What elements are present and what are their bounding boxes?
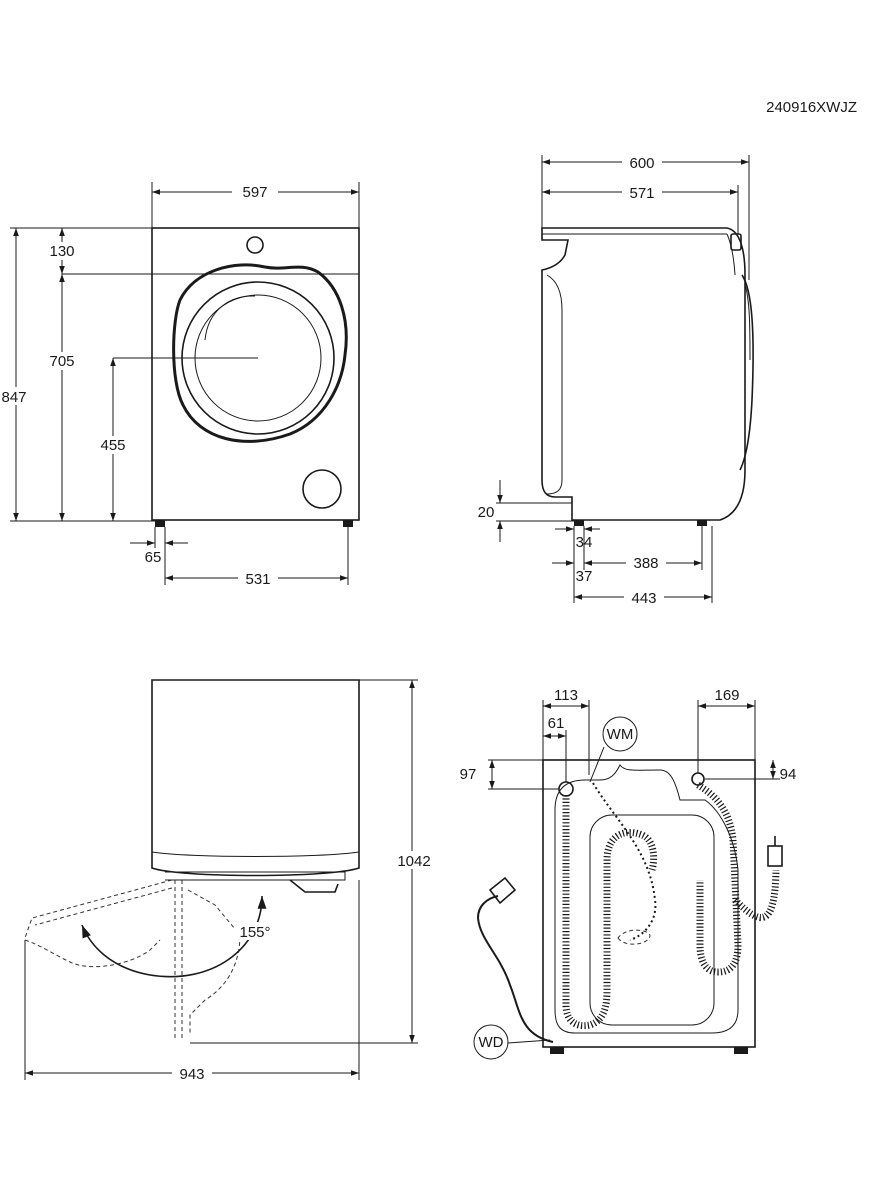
dim-door-width-label: 943 xyxy=(179,1066,204,1083)
callout-drain-circle xyxy=(473,1024,509,1060)
inlet-spray xyxy=(617,929,651,945)
front-body-outline xyxy=(151,227,360,521)
side-door-hinge xyxy=(744,284,751,361)
side-foot-front xyxy=(697,520,707,526)
top-base xyxy=(165,871,346,881)
inlet-hose xyxy=(562,795,658,1030)
label-mask xyxy=(392,851,434,869)
back-access-panel xyxy=(589,814,715,1026)
side-foot-back xyxy=(574,520,584,526)
door-reflection xyxy=(204,295,256,341)
label-mask xyxy=(172,1064,212,1081)
callout-drain-label: WD xyxy=(479,1034,504,1051)
callout-drain-leader xyxy=(507,1039,551,1044)
callout-inlet-leader xyxy=(589,746,605,783)
front-foot-left xyxy=(155,520,165,527)
dim-side-foot-offset-label: 37 xyxy=(576,568,593,585)
label-mask xyxy=(44,242,80,260)
dim-side-foot-span-label: 388 xyxy=(633,555,658,572)
inlet-hose-dotted xyxy=(592,782,657,941)
dim-door-center-label: 705 xyxy=(49,353,74,370)
back-view: WM WD 113 61 169 97 94 xyxy=(460,687,797,1060)
dim-front-width-label: 597 xyxy=(242,184,267,201)
front-view: 597 847 130 705 455 65 531 xyxy=(0,182,360,588)
back-foot-left xyxy=(550,1047,564,1054)
dim-inlet-x-label: 113 xyxy=(554,687,578,704)
dim-door-height-label: 1042 xyxy=(397,853,430,870)
door-open-edge-2 xyxy=(34,887,173,926)
program-knob xyxy=(246,236,264,254)
side-knob-edge xyxy=(726,233,736,276)
side-body-outline xyxy=(541,227,746,521)
service-flap xyxy=(302,469,342,509)
door-open-view: 155° 1042 943 xyxy=(24,679,434,1083)
back-panel-contour xyxy=(554,764,739,1034)
door-open-shape-2 xyxy=(187,889,241,1035)
power-cord xyxy=(476,895,554,1043)
document-code: 240916XWJZ xyxy=(766,99,857,116)
back-foot-right xyxy=(734,1047,748,1054)
label-mask xyxy=(95,436,131,454)
top-body-outline xyxy=(151,679,360,877)
label-mask xyxy=(626,554,666,571)
dim-side-foot-height-label: 20 xyxy=(478,504,495,521)
dim-foot-span-label: 531 xyxy=(245,571,270,588)
drain-hose-out xyxy=(732,869,780,921)
label-mask xyxy=(232,183,278,199)
label-mask xyxy=(622,153,662,170)
dim-outlet-x-label: 169 xyxy=(714,687,739,704)
top-door-edge xyxy=(151,851,360,857)
side-knob xyxy=(730,233,742,251)
label-mask xyxy=(44,352,80,370)
front-foot-right xyxy=(343,520,353,527)
dim-door-bottom-label: 455 xyxy=(100,437,125,454)
callout-inlet-circle xyxy=(602,716,638,752)
door-angle-label: 155° xyxy=(239,924,270,941)
label-mask xyxy=(624,588,664,605)
top-hinge xyxy=(289,879,339,893)
dim-front-height-label: 847 xyxy=(1,389,26,406)
dim-top-panel-label: 130 xyxy=(49,243,74,260)
dim-side-depth-body-label: 571 xyxy=(629,185,654,202)
door-open-body xyxy=(24,939,161,968)
dim-inlet-offset-label: 61 xyxy=(548,715,565,732)
callout-inlet-label: WM xyxy=(607,726,634,743)
side-door-bulge xyxy=(739,274,754,471)
dim-outlet-y-label: 94 xyxy=(780,766,797,783)
side-view: 600 571 20 34 37 388 443 xyxy=(478,153,754,607)
dim-inlet-y-label: 97 xyxy=(460,766,477,783)
label-mask xyxy=(234,922,274,940)
drain-hose-end xyxy=(767,845,783,867)
dim-side-depth-total-label: 600 xyxy=(629,155,654,172)
label-mask xyxy=(622,183,662,200)
side-back-panel xyxy=(546,274,563,495)
label-mask xyxy=(0,387,30,405)
dim-foot-inset-label: 65 xyxy=(145,549,162,566)
back-body-outline xyxy=(542,759,756,1048)
drain-port xyxy=(691,772,705,786)
door-open-edge-1 xyxy=(24,879,173,939)
label-mask xyxy=(238,569,278,586)
door-outer-ring xyxy=(172,263,348,443)
dim-side-foot-total-label: 443 xyxy=(631,590,656,607)
dim-side-foot-front-label: 34 xyxy=(576,534,593,551)
power-plug xyxy=(488,876,517,905)
